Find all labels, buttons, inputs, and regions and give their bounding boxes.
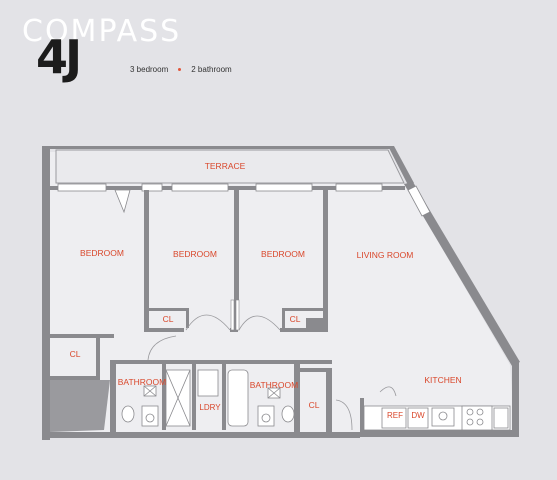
interior-walls bbox=[50, 190, 364, 432]
windows bbox=[57, 183, 431, 217]
kitchen-counter bbox=[363, 405, 511, 431]
door-swings bbox=[147, 314, 397, 431]
label-bedroom-1: BEDROOM bbox=[80, 248, 124, 258]
label-bedroom-2: BEDROOM bbox=[173, 249, 217, 259]
label-closet-1: CL bbox=[162, 314, 174, 324]
terrace-area bbox=[55, 149, 405, 184]
label-living-room: LIVING ROOM bbox=[356, 250, 414, 260]
label-closet-3: CL bbox=[69, 349, 81, 359]
bath-fixtures bbox=[121, 369, 295, 427]
label-bathroom-1: BATHROOM bbox=[117, 377, 167, 387]
label-dishwasher: DW bbox=[411, 411, 425, 420]
unit-number: 4J bbox=[36, 30, 82, 84]
separator-dot bbox=[178, 68, 182, 71]
label-bathroom-2: BATHROOM bbox=[249, 380, 299, 390]
bathroom-count: 2 bathroom bbox=[191, 65, 232, 74]
label-kitchen: KITCHEN bbox=[424, 375, 462, 385]
label-bedroom-3: BEDROOM bbox=[261, 249, 305, 259]
door-leaves bbox=[230, 299, 240, 331]
bedroom-count: 3 bedroom bbox=[130, 65, 169, 74]
unit-summary: 3 bedroom 2 bathroom bbox=[130, 65, 232, 74]
brand-logo: COMPASS bbox=[22, 14, 182, 49]
label-closet-4: CL bbox=[308, 400, 320, 410]
label-refrigerator: REF bbox=[387, 411, 403, 420]
label-terrace: TERRACE bbox=[204, 161, 246, 171]
label-closet-2: CL bbox=[289, 314, 301, 324]
terrace-door bbox=[114, 189, 131, 214]
label-laundry: LDRY bbox=[199, 403, 221, 412]
